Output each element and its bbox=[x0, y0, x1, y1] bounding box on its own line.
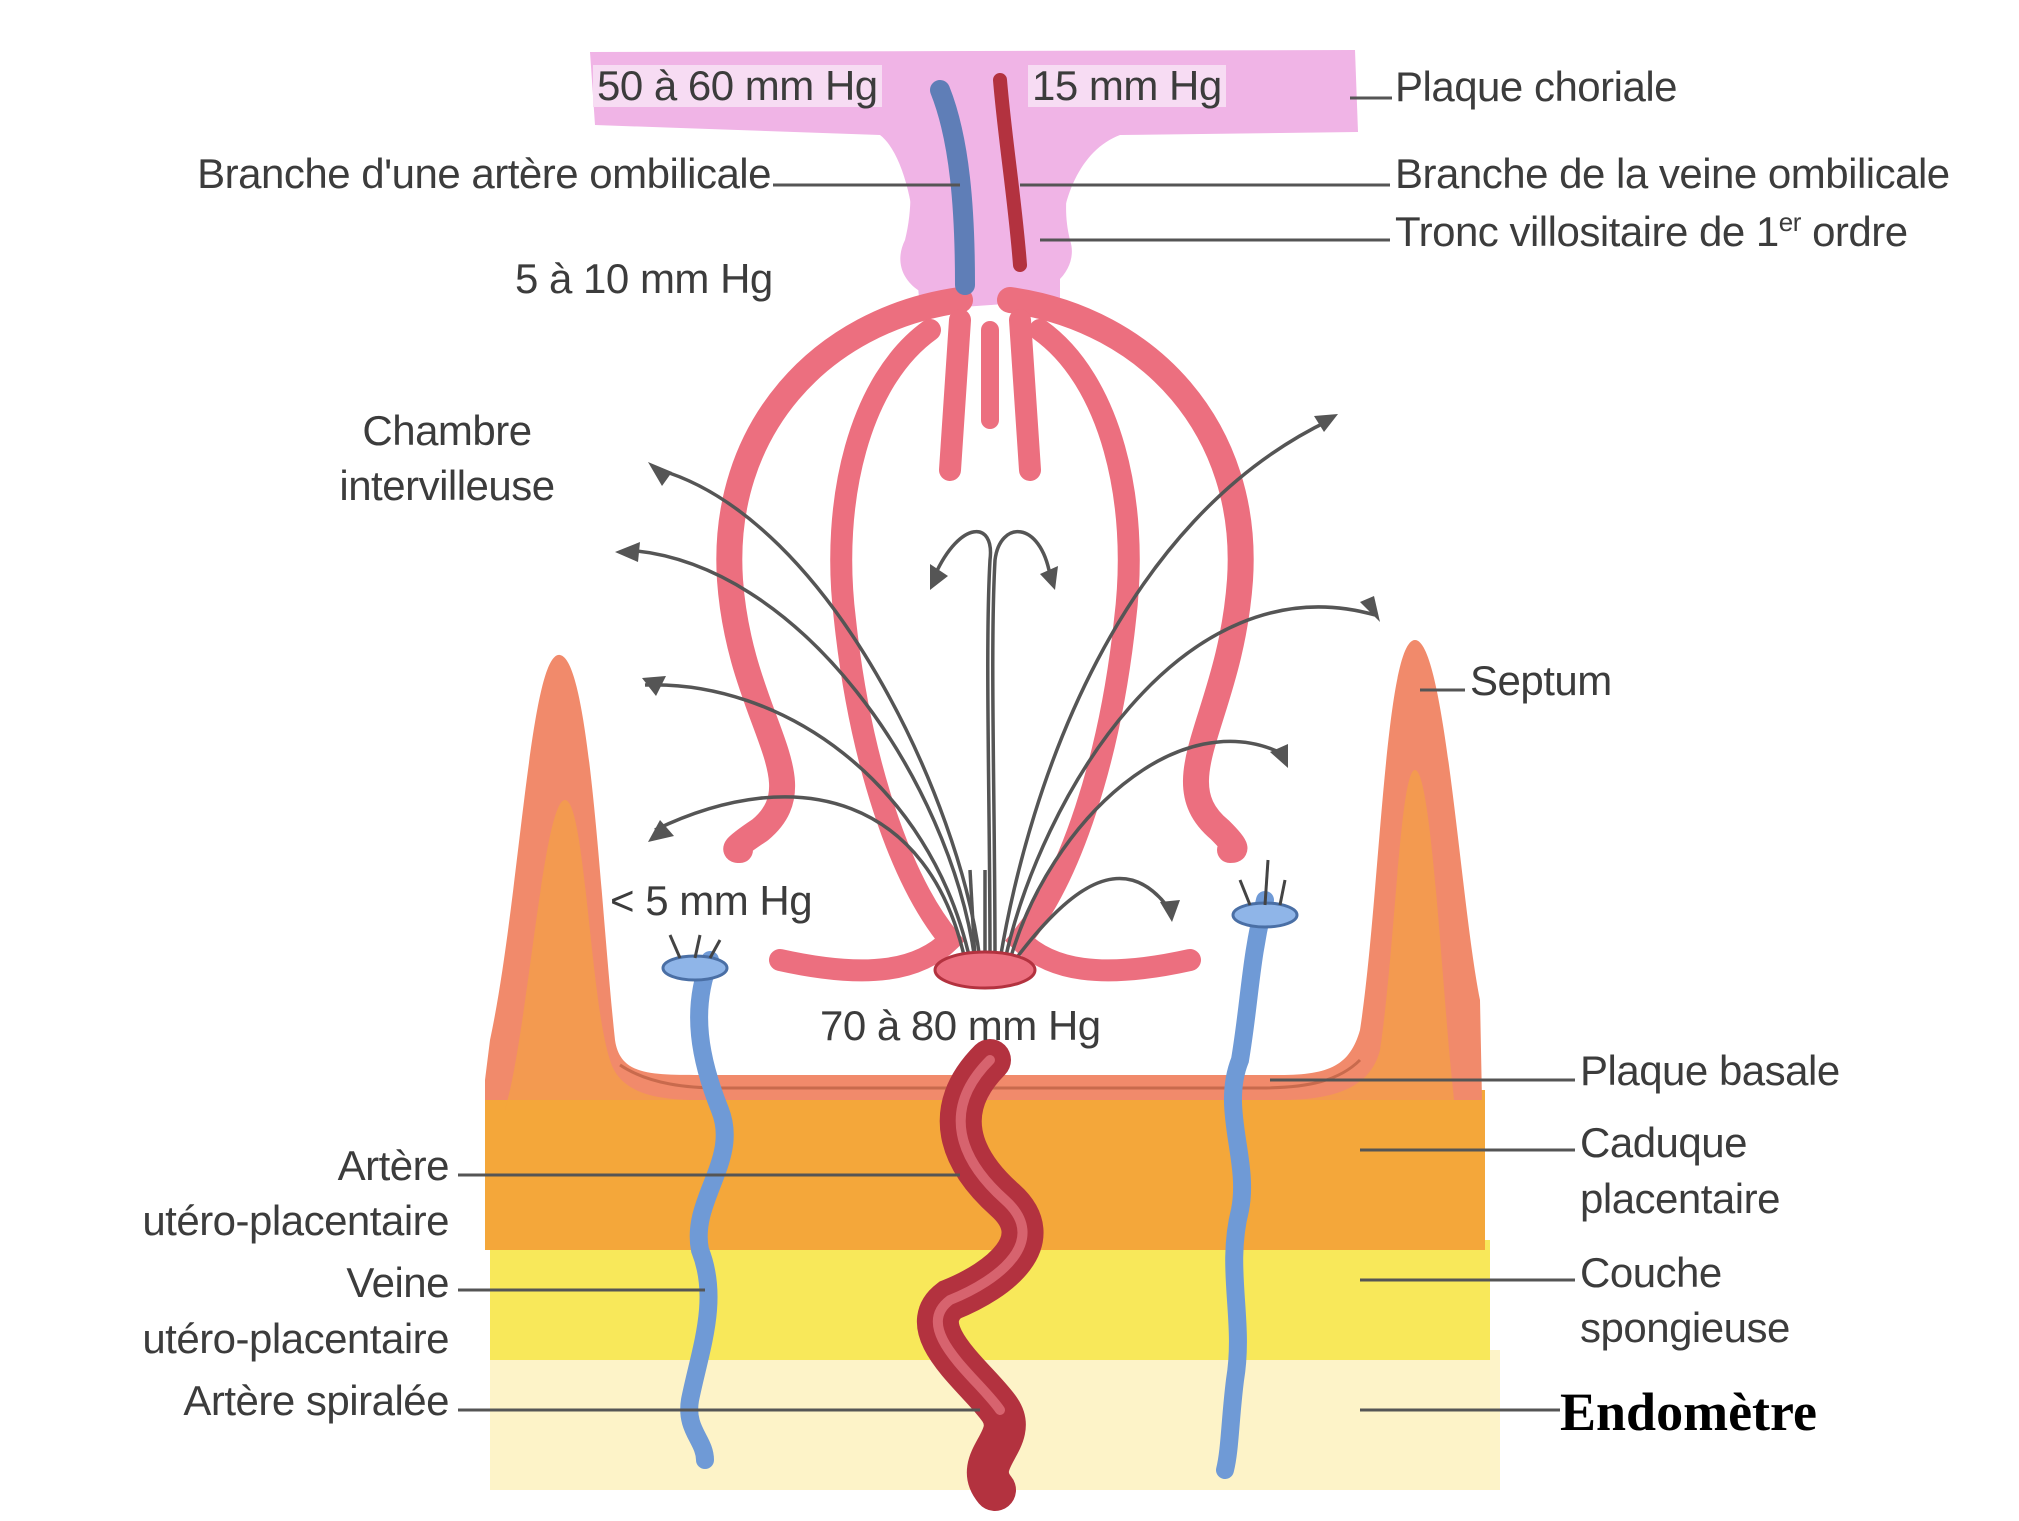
caduque-label-1: Caduque bbox=[1580, 1119, 1747, 1166]
veine-utero-right bbox=[1216, 891, 1274, 1479]
branche-veine-vessel bbox=[993, 73, 1027, 272]
veine-opening-right bbox=[1231, 901, 1299, 929]
spiral-artery-opening bbox=[933, 950, 1037, 990]
artere-utero-label-2: utéro-placentaire bbox=[142, 1197, 449, 1244]
artere-spiralee-label: Artère spiralée bbox=[183, 1377, 449, 1424]
tronc-label-text: Tronc villositaire de 1 bbox=[1395, 208, 1779, 255]
arrow-heads bbox=[615, 414, 1380, 922]
veine-return-strokes bbox=[668, 859, 1287, 959]
veine-utero-label-1: Veine bbox=[346, 1259, 449, 1306]
pressure-15: 15 mm Hg bbox=[1028, 65, 1226, 107]
plaque-choriale-label: Plaque choriale bbox=[1395, 63, 1678, 110]
couche-label-1: Couche bbox=[1580, 1249, 1722, 1296]
veine-opening-left bbox=[661, 954, 729, 982]
septum-label: Septum bbox=[1470, 657, 1612, 704]
branche-artere-vessel bbox=[930, 80, 975, 295]
tronc-label-sup: er bbox=[1778, 207, 1802, 237]
pressure-50-60: 50 à 60 mm Hg bbox=[593, 65, 882, 107]
villous-tree bbox=[716, 287, 1254, 982]
veine-utero-left bbox=[680, 951, 734, 1469]
pressure-70-80: 70 à 80 mm Hg bbox=[820, 1002, 1101, 1049]
septum-inner bbox=[505, 770, 1455, 1110]
branche-veine-label: Branche de la veine ombilicale bbox=[1395, 150, 1950, 197]
pressure-lt5: < 5 mm Hg bbox=[610, 877, 813, 924]
tronc-label: Tronc villositaire de 1er ordre bbox=[1395, 209, 1908, 253]
leader-lines bbox=[458, 96, 1575, 1412]
tronc-label-suffix: ordre bbox=[1800, 208, 1908, 255]
chambre-label-2: intervilleuse bbox=[339, 462, 555, 509]
tronc-villositaire-shape bbox=[900, 130, 1090, 305]
branche-artere-label: Branche d'une artère ombilicale bbox=[197, 150, 771, 197]
endometre-label: Endomètre bbox=[1560, 1382, 1817, 1442]
artere-spiralee-highlight bbox=[932, 1055, 1028, 1415]
pressure-5-10: 5 à 10 mm Hg bbox=[515, 255, 773, 302]
flow-arrows bbox=[624, 418, 1376, 962]
caduque-label-2: placentaire bbox=[1580, 1175, 1780, 1222]
veine-utero-label-2: utéro-placentaire bbox=[142, 1315, 449, 1362]
plaque-basale-label: Plaque basale bbox=[1580, 1047, 1840, 1094]
couche-label-2: spongieuse bbox=[1580, 1304, 1790, 1351]
artere-utero-label-1: Artère bbox=[337, 1142, 450, 1189]
chambre-label-1: Chambre bbox=[362, 407, 532, 454]
